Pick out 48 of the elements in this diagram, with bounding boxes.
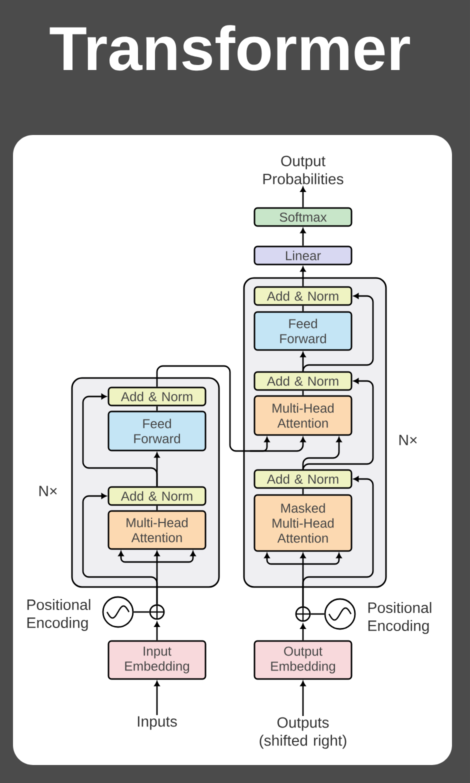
arrow bbox=[82, 493, 158, 604]
layer-box: Linear bbox=[254, 246, 352, 266]
layer-box: Softmax bbox=[254, 207, 352, 227]
connector-line bbox=[156, 406, 158, 411]
arrow bbox=[300, 352, 306, 372]
text-label: Outputs (shifted right) bbox=[260, 717, 346, 749]
layer-box: Add & Norm bbox=[108, 386, 206, 406]
connector-line bbox=[302, 306, 304, 312]
layer-box: Output Embedding bbox=[254, 640, 352, 680]
arrow bbox=[300, 266, 306, 286]
arrow bbox=[300, 624, 306, 640]
layer-box: Masked Multi-Head Attention bbox=[254, 494, 352, 552]
title: Transformer bbox=[50, 25, 410, 71]
layer-box: Input Embedding bbox=[108, 640, 206, 680]
sine-wave-symbol bbox=[102, 596, 134, 628]
arrow bbox=[302, 293, 374, 372]
arrow bbox=[156, 365, 306, 452]
arrow bbox=[302, 476, 374, 606]
arrow bbox=[82, 394, 158, 486]
text-label: Output Probabilities bbox=[263, 156, 344, 184]
caption-label: Positional Encoding bbox=[368, 602, 432, 634]
connector-line bbox=[134, 611, 150, 613]
layer-box: Feed Forward bbox=[254, 311, 352, 351]
connector-line bbox=[302, 488, 304, 494]
arrow bbox=[300, 228, 306, 246]
sine-wave-symbol bbox=[324, 598, 356, 630]
arrow bbox=[154, 681, 160, 716]
circled-plus-symbol bbox=[295, 606, 311, 622]
arrow bbox=[302, 378, 374, 471]
layer-box: Add & Norm bbox=[108, 486, 206, 506]
arrow bbox=[154, 622, 160, 640]
connector-line bbox=[302, 390, 304, 396]
layer-box: Add & Norm bbox=[254, 469, 352, 489]
arrow bbox=[302, 437, 342, 470]
caption-label: Positional Encoding bbox=[27, 599, 90, 631]
connector-line bbox=[310, 613, 324, 615]
layer-box: Feed Forward bbox=[108, 410, 206, 452]
layer-box: Multi-Head Attention bbox=[254, 395, 352, 436]
connector-line bbox=[156, 506, 158, 510]
layer-box: Add & Norm bbox=[254, 286, 352, 306]
text-label: Inputs bbox=[138, 716, 177, 730]
repeat-count-label: N× bbox=[39, 486, 57, 496]
arrow bbox=[300, 186, 306, 208]
repeat-count-label: N× bbox=[399, 434, 417, 446]
arrow bbox=[300, 681, 306, 716]
circled-plus-symbol bbox=[149, 604, 165, 620]
layer-box: Multi-Head Attention bbox=[108, 510, 206, 550]
layer-box: Add & Norm bbox=[254, 371, 352, 391]
